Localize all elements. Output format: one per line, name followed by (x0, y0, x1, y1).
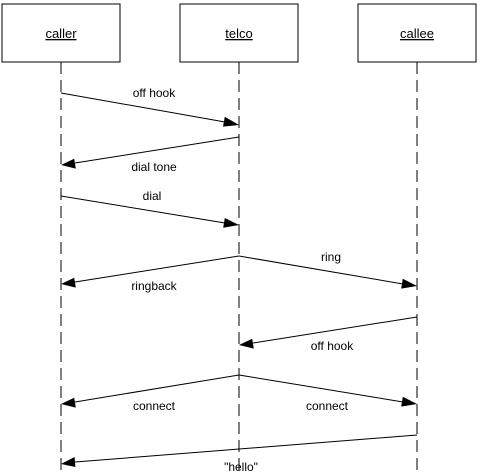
arrowhead (61, 397, 76, 408)
arrowhead (223, 218, 239, 228)
arrowhead (61, 158, 76, 169)
message-arrow (238, 374, 404, 403)
participant-caller[interactable]: caller (1, 3, 121, 63)
message-label: dial tone (131, 160, 177, 174)
participant-box-callee (357, 3, 477, 63)
message-label: off hook (311, 339, 354, 353)
message-label: ring (321, 250, 341, 264)
message-label: ringback (131, 279, 177, 293)
message-hello-callee-caller: "hello" (61, 434, 418, 473)
message-dial-caller-telco: dial (60, 189, 239, 228)
message-arrow (74, 374, 240, 403)
message-label: connect (306, 399, 349, 413)
arrowhead (401, 278, 417, 289)
participant-box-caller (1, 3, 121, 63)
message-ringback-telco-caller: ringback (61, 255, 240, 293)
message-off-hook-callee-telco: off hook (239, 316, 418, 353)
message-label: "hello" (224, 460, 258, 473)
arrowhead (401, 396, 417, 407)
arrowhead (239, 338, 254, 349)
message-arrow (74, 434, 418, 463)
message-arrow (252, 316, 418, 344)
arrowhead (61, 277, 76, 288)
arrowhead (61, 457, 76, 467)
message-connect-telco-callee: connect (238, 374, 417, 413)
message-arrow (60, 92, 226, 123)
message-arrow (74, 136, 240, 164)
participant-label-telco: telco (225, 26, 252, 41)
participant-box-telco (179, 3, 299, 63)
message-arrow (60, 195, 226, 224)
participant-label-callee: callee (400, 26, 434, 41)
message-ring-telco-callee: ring (238, 250, 417, 289)
message-connect-telco-caller: connect (61, 374, 240, 413)
participant-callee[interactable]: callee (357, 3, 477, 63)
message-dial-tone-telco-caller: dial tone (61, 136, 240, 174)
message-label: connect (133, 399, 176, 413)
message-arrow (74, 255, 240, 283)
message-label: off hook (133, 86, 176, 100)
participant-telco[interactable]: telco (179, 3, 299, 63)
participant-label-caller: caller (45, 26, 77, 41)
message-label: dial (143, 189, 162, 203)
arrowhead (223, 116, 239, 127)
message-arrow (238, 255, 404, 285)
message-off-hook-caller-telco: off hook (60, 86, 239, 127)
